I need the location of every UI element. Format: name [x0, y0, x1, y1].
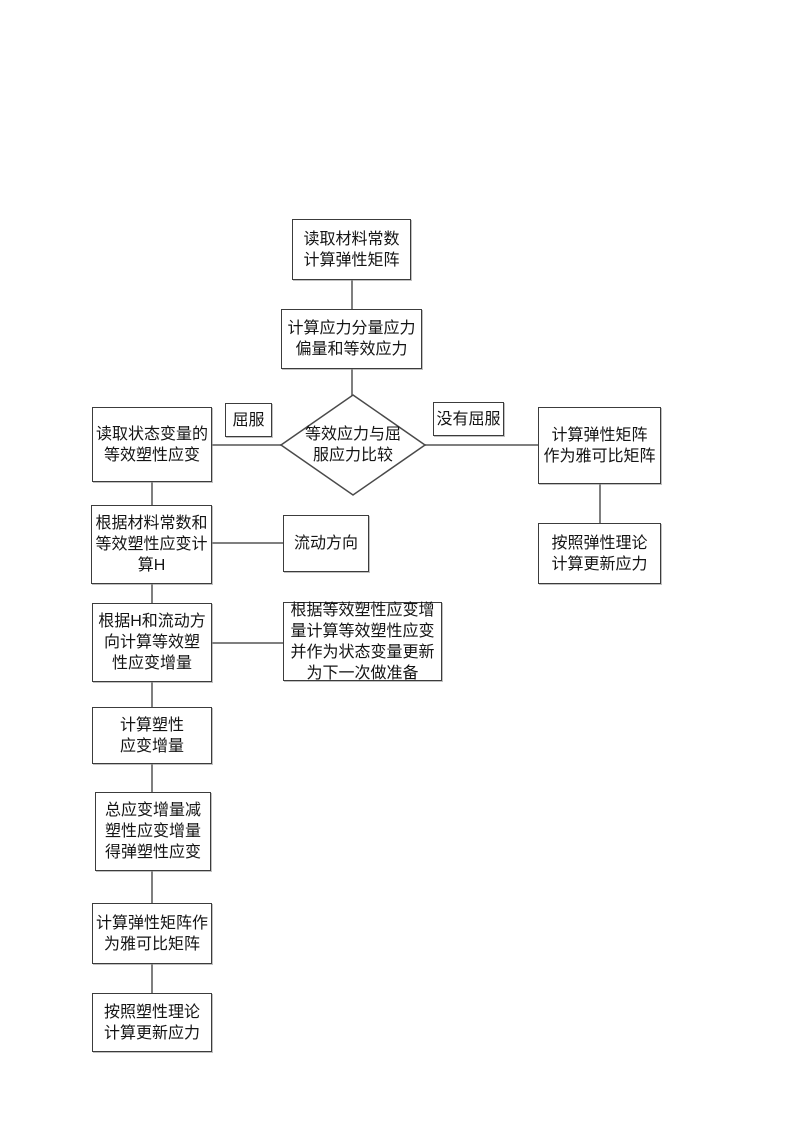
node-decision-compare-stress: 等效应力与屈 服应力比较 — [304, 426, 401, 464]
node-plastic-strain-increment: 计算塑性 应变增量 — [92, 707, 212, 764]
connector-eqp-increment-to-update-state — [211, 642, 284, 644]
branch-label-no-yield: 没有屈服 — [433, 402, 504, 436]
connector-jacobian-elastic-to-update-elastic — [599, 484, 601, 524]
connector-decision-to-read-state — [212, 444, 282, 446]
node-jacobian-matrix-plastic: 计算弹性矩阵作 为雅可比矩阵 — [92, 903, 212, 964]
connector-eqp-increment-to-plastic-increment — [151, 682, 153, 708]
connector-top-to-stress — [351, 280, 353, 310]
branch-label-yield: 屈服 — [225, 403, 272, 437]
connector-compute-h-to-eqp-increment — [151, 584, 153, 604]
connector-plastic-increment-to-ep-strain — [151, 764, 153, 793]
node-flow-direction: 流动方向 — [283, 515, 369, 572]
node-compute-stress-components: 计算应力分量应力 偏量和等效应力 — [281, 309, 422, 369]
node-update-state-variable: 根据等效塑性应变增 量计算等效塑性应变 并作为状态变量更新 为下一次做准备 — [283, 602, 442, 682]
node-compute-h: 根据材料常数和 等效塑性应变计 算H — [91, 505, 212, 584]
node-jacobian-matrix-elastic: 计算弹性矩阵 作为雅可比矩阵 — [538, 407, 661, 484]
decision-diamond-shape — [279, 393, 427, 497]
node-eq-plastic-strain-increment: 根据H和流动方 向计算等效塑 性应变增量 — [92, 603, 212, 682]
node-update-stress-plastic-theory: 按照塑性理论 计算更新应力 — [92, 993, 212, 1052]
connector-read-state-to-compute-h — [151, 482, 153, 506]
connector-compute-h-to-flow-direction — [211, 542, 284, 544]
connector-decision-to-jacobian-elastic — [424, 444, 539, 446]
node-read-material-constants: 读取材料常数 计算弹性矩阵 — [292, 219, 411, 280]
node-update-stress-elastic-theory: 按照弹性理论 计算更新应力 — [538, 523, 661, 584]
connector-ep-strain-to-jacobian-plastic — [151, 871, 153, 904]
connector-stress-to-decision — [351, 369, 353, 396]
connector-jacobian-plastic-to-update-plastic — [151, 964, 153, 994]
node-elastoplastic-strain: 总应变增量减 塑性应变增量 得弹塑性应变 — [95, 792, 211, 871]
node-read-state-variables: 读取状态变量的 等效塑性应变 — [92, 407, 212, 482]
